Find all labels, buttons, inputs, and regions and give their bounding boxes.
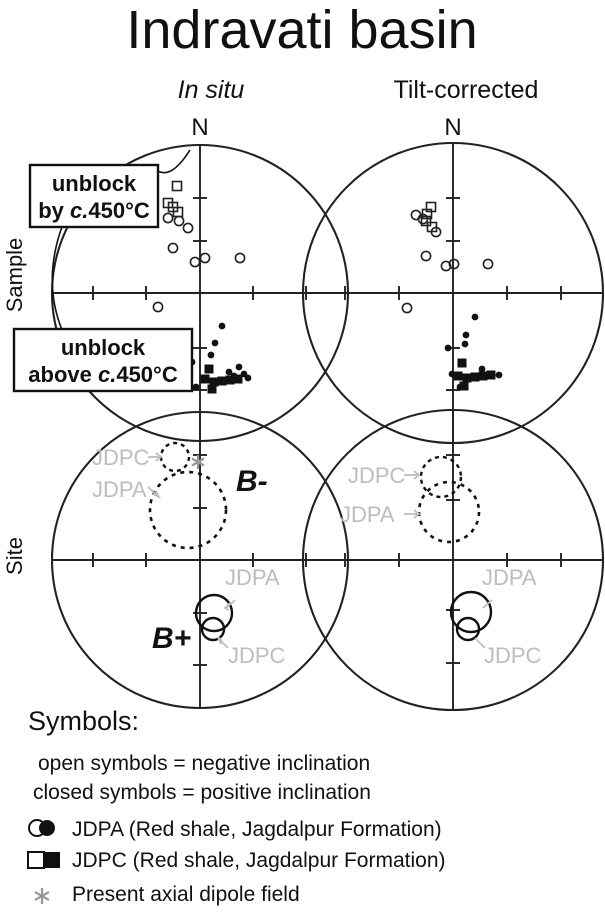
stereonet-ticks: [92, 197, 307, 391]
row-label-site: Site: [2, 537, 27, 575]
confidence-circle-jdpc-positive: [455, 616, 481, 642]
site-label-jdpc-negative: JDPC: [92, 445, 150, 470]
column-header-in-situ: In situ: [178, 76, 245, 104]
legend-symbol-circle-pair: [28, 819, 55, 837]
site-label-jdpc-negative: JDPC: [348, 463, 406, 488]
legend-entry-jdpa: JDPA (Red shale, Jagdalpur Formation): [72, 818, 442, 841]
callout-box: [12, 327, 194, 393]
callout-line2-italic: c.: [70, 198, 88, 223]
callout-line-2: above c.450°C: [28, 362, 178, 387]
confidence-circle-jdpa-negative: [148, 470, 228, 550]
figure-title: Indravati basin: [126, 0, 477, 60]
legend: Symbols: open symbols = negative inclina…: [27, 706, 446, 906]
confidence-circle-jdpc-positive: [200, 616, 226, 642]
panel-site-tilt-corrected: JDPC JDPA JDPA JDPC: [301, 408, 605, 712]
panel-site-in-situ: JDPC JDPA JDPA JDPC B- B+: [50, 410, 350, 710]
column-header-tilt-corrected: Tilt-corrected: [394, 76, 539, 104]
callout-unblock-above: unblock above c.450°C: [12, 327, 194, 393]
legend-note-closed: closed symbols = positive inclination: [33, 781, 371, 804]
site-label-jdpa-positive: JDPA: [225, 565, 280, 590]
site-label-jdpa-positive: JDPA: [482, 565, 537, 590]
confidence-circle-jdpa-positive: [449, 590, 493, 634]
site-label-jdpa-negative: JDPA: [92, 477, 147, 502]
site-label-jdpa-negative: JDPA: [340, 502, 395, 527]
callout-line-1: unblock: [52, 171, 137, 196]
legend-symbol-square-pair: [27, 851, 60, 869]
open-circle-markers: [152, 212, 246, 313]
legend-entry-dipole: Present axial dipole field: [72, 883, 300, 906]
legend-symbol-asterisk-icon: [34, 888, 50, 904]
polarity-label-b-plus: B+: [152, 622, 191, 655]
open-square-markers: [162, 180, 184, 218]
legend-heading: Symbols:: [28, 706, 139, 736]
stereonet-ticks: [92, 454, 307, 666]
callout-unblock-by: unblock by c.450°C: [28, 163, 160, 229]
label-leader-lines: [147, 452, 236, 649]
callout-line-1: unblock: [61, 335, 146, 360]
legend-entry-jdpc: JDPC (Red shale, Jagdalpur Formation): [72, 849, 446, 872]
confidence-circle-jdpc-negative: [159, 441, 191, 473]
callout-line2-suffix: 450°C: [88, 198, 150, 223]
callout-line2-prefix: above: [28, 362, 98, 387]
present-axial-dipole-field-icon: [191, 455, 205, 469]
site-label-jdpc-positive: JDPC: [228, 643, 286, 668]
callout-leader-bottom: [51, 223, 64, 331]
callout-box: [28, 163, 160, 229]
callout-line2-suffix: 450°C: [116, 362, 178, 387]
legend-note-open: open symbols = negative inclination: [38, 752, 370, 775]
row-label-sample: Sample: [2, 238, 27, 313]
north-label-right: N: [444, 114, 461, 141]
north-label-left: N: [191, 114, 208, 141]
open-circle-markers: [401, 209, 494, 314]
site-label-jdpc-positive: JDPC: [484, 643, 542, 668]
stereonet-ticks: [344, 454, 562, 664]
panel-sample-tilt-corrected: [301, 141, 605, 445]
confidence-circle-jdpc-negative: [419, 455, 463, 499]
label-leader-lines: [404, 470, 493, 649]
confidence-circle-jdpa-negative: [417, 480, 481, 544]
polarity-label-b-minus: B-: [236, 465, 268, 498]
closed-square-markers: [453, 358, 496, 391]
confidence-circle-jdpa-positive: [194, 593, 234, 633]
closed-square-markers: [200, 364, 243, 394]
callout-line2-prefix: by: [38, 198, 70, 223]
callout-line-2: by c.450°C: [38, 198, 150, 223]
callout-line2-italic: c.: [98, 362, 116, 387]
